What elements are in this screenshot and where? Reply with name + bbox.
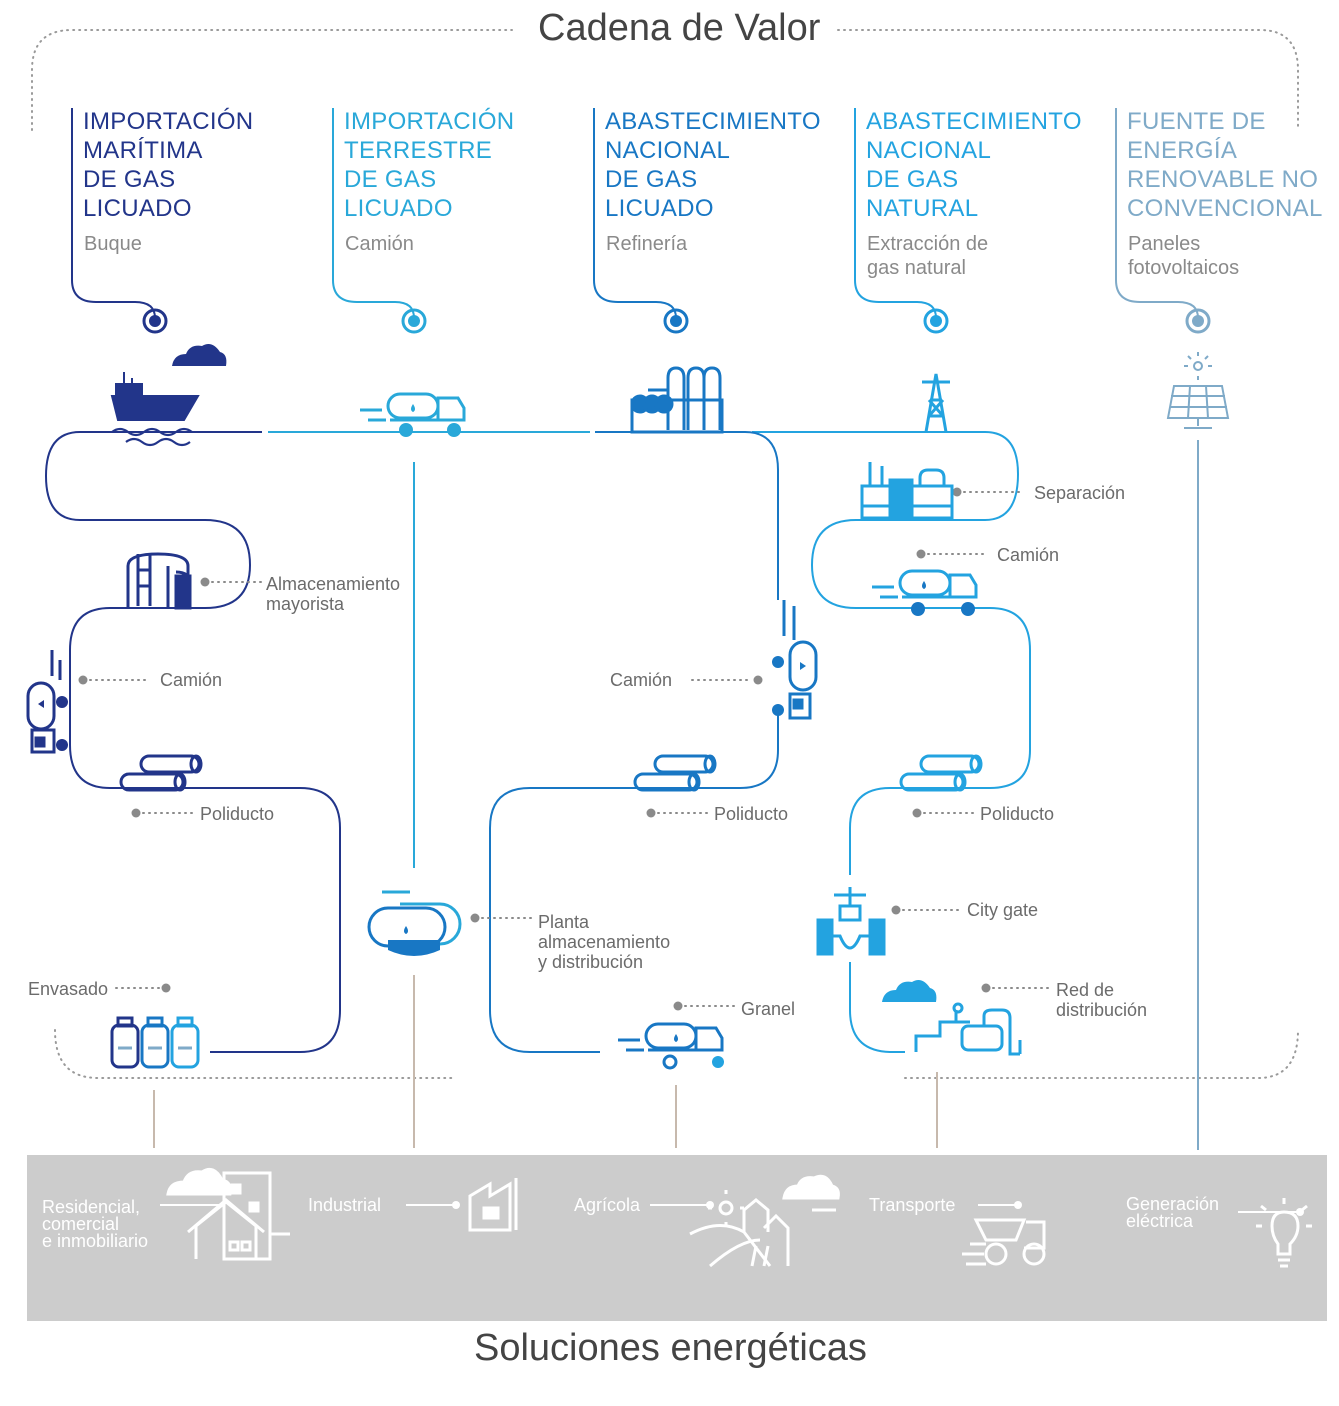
storage-tank-icon bbox=[126, 552, 192, 610]
label-camion-3: Camión bbox=[610, 670, 673, 690]
solar-panel-icon bbox=[1166, 352, 1230, 429]
valve-icon bbox=[816, 887, 886, 956]
label-red-distribucion: Red de distribución bbox=[1056, 980, 1148, 1020]
pipeline-icon bbox=[119, 754, 203, 792]
farm-icon bbox=[689, 1174, 840, 1268]
pipeline-icon bbox=[899, 754, 983, 792]
dump-truck-icon bbox=[962, 1218, 1046, 1266]
label-poliducto-3: Poliducto bbox=[714, 804, 789, 824]
storage-plant-icon bbox=[367, 890, 462, 956]
cloud-icon bbox=[172, 344, 227, 366]
label-almacenamiento: Almacenamiento mayorista bbox=[266, 574, 401, 614]
tank-truck-icon bbox=[772, 600, 818, 720]
page-title: Cadena de Valor bbox=[522, 5, 837, 51]
source-subtitle-refinery: Refinería bbox=[606, 233, 688, 255]
tank-truck-icon bbox=[616, 1022, 724, 1070]
source-subtitle-land: Camión bbox=[345, 233, 414, 255]
source-subtitle-maritime: Buque bbox=[84, 233, 142, 255]
house-building-icon bbox=[166, 1167, 290, 1261]
label-granel: Granel bbox=[741, 999, 796, 1019]
label-poliducto-1: Poliducto bbox=[200, 804, 275, 824]
label-city-gate: City gate bbox=[967, 900, 1039, 920]
separation-plant-icon bbox=[860, 462, 954, 520]
footer-title: Soluciones energéticas bbox=[458, 1325, 883, 1371]
source-title-renewable: FUENTE DE ENERGÍA RENOVABLE NO CONVENCIO… bbox=[1127, 108, 1323, 222]
source-subtitle-renewable: Paneles fotovoltaicos bbox=[1128, 233, 1240, 279]
source-title-natural-gas: ABASTECIMIENTO NACIONAL DE GAS NATURAL bbox=[866, 108, 1082, 222]
label-camion-4: Camión bbox=[997, 545, 1060, 565]
tank-truck-icon bbox=[26, 650, 68, 754]
source-title-land: IMPORTACIÓN TERRESTRE DE GAS LICUADO bbox=[344, 108, 515, 222]
pipeline-icon bbox=[633, 754, 717, 792]
label-separacion: Separación bbox=[1034, 483, 1126, 503]
sector-industrial: Industrial bbox=[308, 1195, 382, 1215]
source-node-markers bbox=[142, 308, 1211, 334]
sector-residencial: Residencial, comercial e inmobiliario bbox=[42, 1197, 149, 1251]
source-title-refinery: ABASTECIMIENTO NACIONAL DE GAS LICUADO bbox=[605, 108, 821, 222]
cloud-icon bbox=[882, 980, 937, 1002]
factory-icon bbox=[468, 1178, 518, 1232]
sector-agricola: Agrícola bbox=[574, 1195, 641, 1215]
refinery-icon bbox=[630, 366, 724, 434]
label-envasado: Envasado bbox=[28, 979, 109, 999]
sectors-band bbox=[27, 1155, 1327, 1321]
sector-transporte: Transporte bbox=[869, 1195, 956, 1215]
oil-derrick-icon bbox=[922, 373, 950, 433]
label-poliducto-4: Poliducto bbox=[980, 804, 1055, 824]
distribution-network-icon bbox=[914, 1002, 1022, 1056]
source-title-maritime: IMPORTACIÓN MARÍTIMA DE GAS LICUADO bbox=[83, 108, 254, 222]
source-subtitle-natural-gas: Extracción de gas natural bbox=[867, 233, 989, 279]
ship-icon bbox=[110, 372, 200, 447]
gas-cylinders-icon bbox=[110, 1016, 200, 1069]
label-planta: Planta almacenamiento y distribución bbox=[538, 912, 671, 972]
sector-generacion: Generación eléctrica bbox=[1126, 1194, 1220, 1231]
tank-truck-icon bbox=[870, 569, 978, 616]
label-camion-1: Camión bbox=[160, 670, 223, 690]
tank-truck-icon bbox=[358, 392, 466, 437]
